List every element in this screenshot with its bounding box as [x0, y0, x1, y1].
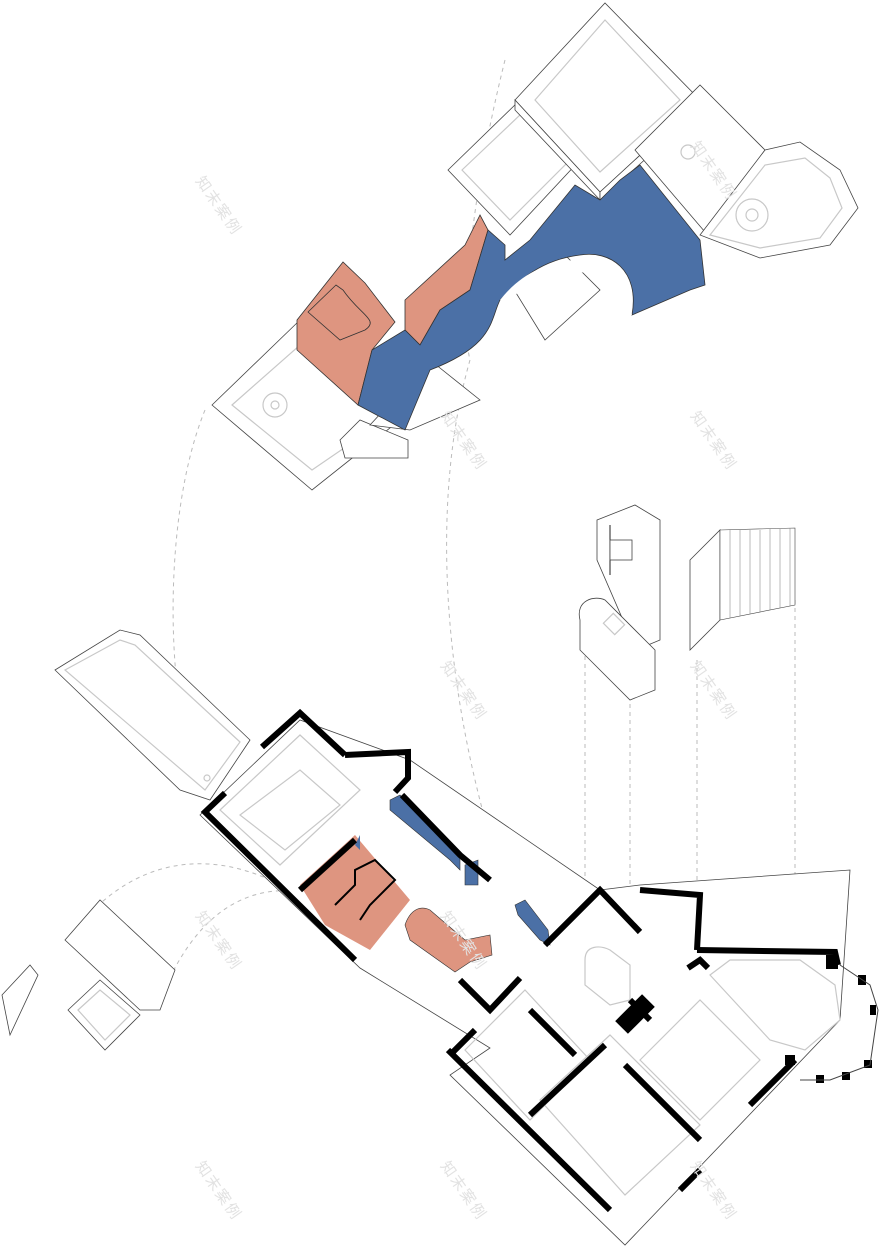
salmon-element: [404, 907, 493, 973]
salmon-volume: [296, 214, 489, 406]
blue-wall-3: [514, 899, 551, 946]
upper-volume: [211, 2, 859, 491]
blue-volume: [357, 164, 706, 431]
blue-wall-4: [355, 835, 360, 850]
extracted-elements: [578, 504, 796, 701]
left-extracted-elements: [1, 899, 176, 1051]
blue-wall-1: [389, 794, 461, 871]
lower-plan: [54, 629, 879, 1246]
walls: [200, 708, 841, 1213]
